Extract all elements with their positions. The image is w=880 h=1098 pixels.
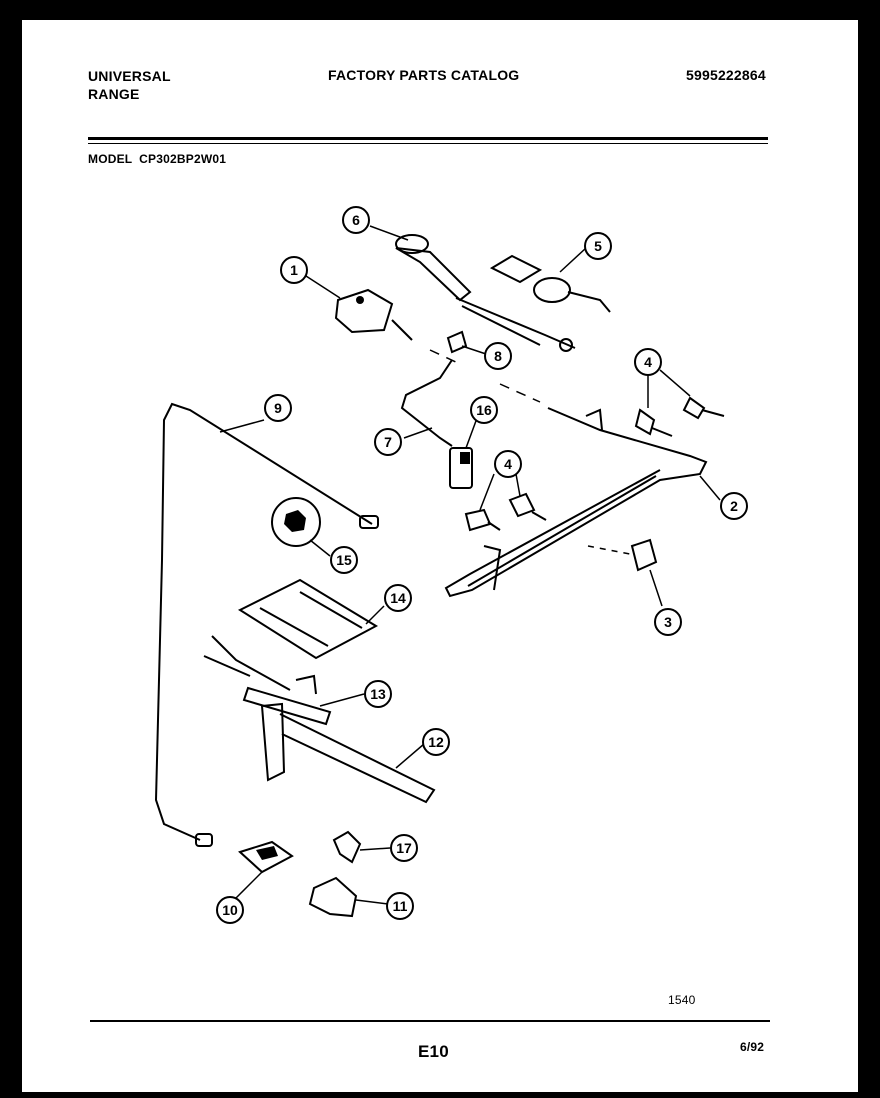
- svg-text:2: 2: [730, 498, 738, 514]
- date-code: 6/92: [740, 1040, 765, 1054]
- svg-text:16: 16: [476, 402, 492, 418]
- valves-4-center: [464, 492, 547, 532]
- tube-9: [154, 402, 379, 847]
- svg-text:4: 4: [504, 456, 512, 472]
- igniter-13: [203, 635, 332, 726]
- callout-8: 8: [484, 342, 512, 370]
- callout-7: 7: [374, 428, 402, 456]
- callout-4-right: 4: [634, 348, 662, 376]
- callout-12: 12: [422, 728, 450, 756]
- callout-16: 16: [470, 396, 498, 424]
- brand-line-1: UNIVERSAL: [88, 68, 171, 84]
- svg-text:3: 3: [664, 614, 672, 630]
- leader-lines: [219, 225, 721, 905]
- manifold-2: [444, 407, 708, 598]
- callout-11: 11: [386, 892, 414, 920]
- svg-text:15: 15: [336, 552, 352, 568]
- model-label: MODEL CP302BP2W01: [88, 152, 227, 166]
- burner-12: [260, 702, 436, 804]
- nut-15: [271, 497, 321, 547]
- callout-3: 3: [654, 608, 682, 636]
- callout-4-center: 4: [494, 450, 522, 478]
- header-rule-thick: [88, 137, 768, 140]
- svg-text:13: 13: [370, 686, 386, 702]
- brand-line-2: RANGE: [88, 86, 140, 102]
- svg-text:14: 14: [390, 590, 406, 606]
- catalog-number: 5995222864: [686, 67, 766, 83]
- callout-2: 2: [720, 492, 748, 520]
- svg-text:8: 8: [494, 348, 502, 364]
- callout-6: 6: [342, 206, 370, 234]
- svg-text:4: 4: [644, 354, 652, 370]
- igniter-16: [449, 447, 473, 489]
- burner-valve-5: [489, 254, 611, 313]
- baffle-14: [237, 578, 379, 660]
- svg-text:10: 10: [222, 902, 238, 918]
- burner-valve-6: [395, 234, 576, 352]
- svg-text:17: 17: [396, 840, 412, 856]
- svg-text:1: 1: [290, 262, 298, 278]
- catalog-title: FACTORY PARTS CATALOG: [328, 67, 520, 83]
- callout-5: 5: [584, 232, 612, 260]
- thermostat-1: [334, 288, 413, 341]
- svg-text:12: 12: [428, 734, 444, 750]
- svg-text:6: 6: [352, 212, 360, 228]
- tube-7: [400, 359, 453, 447]
- clip-17: [332, 830, 362, 864]
- clip-10: [238, 840, 294, 874]
- svg-text:9: 9: [274, 400, 282, 416]
- svg-text:7: 7: [384, 434, 392, 450]
- callout-13: 13: [364, 680, 392, 708]
- svg-text:5: 5: [594, 238, 602, 254]
- bracket-3: [587, 538, 658, 572]
- bracket-11: [308, 876, 358, 918]
- valves-4-right: [634, 396, 725, 437]
- page-code: E10: [418, 1042, 449, 1061]
- callout-9: 9: [264, 394, 292, 422]
- callout-10: 10: [216, 896, 244, 924]
- drawing-number: 1540: [668, 993, 696, 1007]
- fitting-8: [446, 330, 468, 354]
- svg-text:11: 11: [393, 898, 408, 914]
- header-rule-thin: [88, 143, 768, 144]
- callout-14: 14: [384, 584, 412, 612]
- callout-15: 15: [330, 546, 358, 574]
- callout-1: 1: [280, 256, 308, 284]
- footer-rule: [90, 1020, 770, 1022]
- callout-17: 17: [390, 834, 418, 862]
